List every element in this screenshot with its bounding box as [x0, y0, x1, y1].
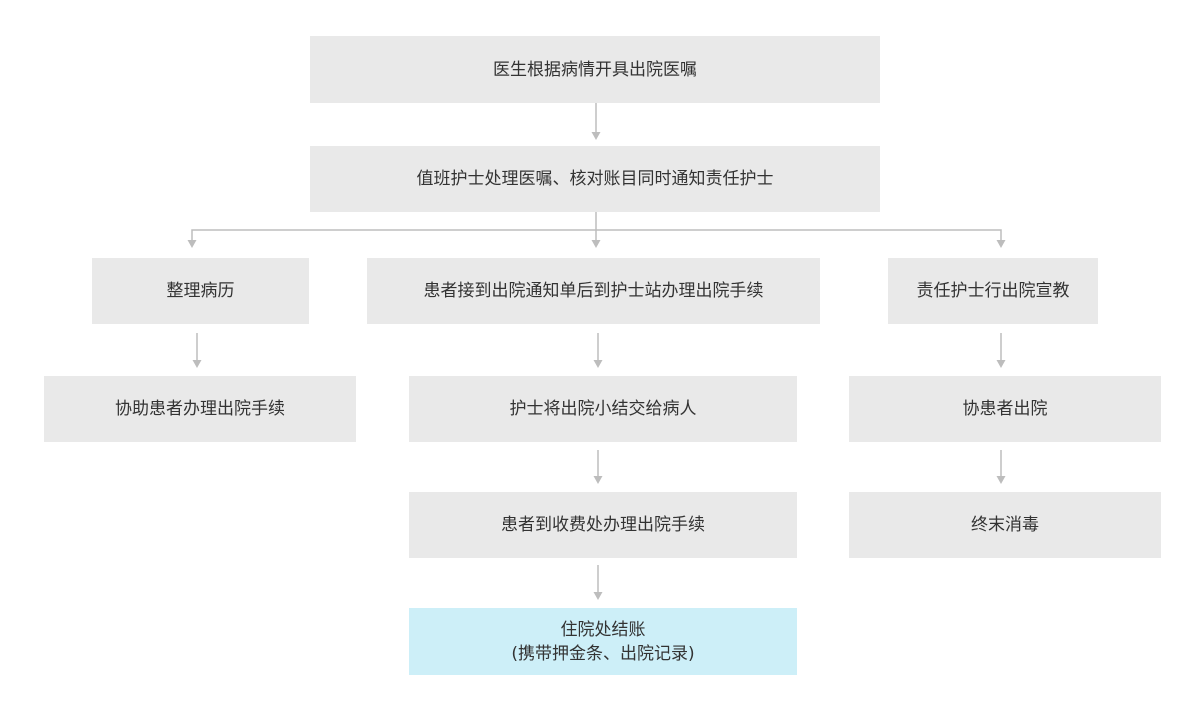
step-assist-patient-leave-label: 协患者出院 — [962, 399, 1048, 419]
step-discharge-education-label: 责任护士行出院宣教 — [916, 281, 1070, 301]
step-patient-notice-nurse-station: 患者接到出院通知单后到护士站办理出院手续 — [367, 258, 820, 324]
connector-left-1 — [192, 333, 202, 368]
connector-right-2 — [996, 450, 1006, 484]
step-inpatient-settlement: 住院处结账 (携带押金条、出院记录) — [409, 608, 797, 675]
connector-nurse-fanout — [187, 212, 1006, 248]
connector-right-1 — [996, 333, 1006, 368]
step-hand-discharge-summary: 护士将出院小结交给病人 — [409, 376, 797, 442]
step-billing-office: 患者到收费处办理出院手续 — [409, 492, 797, 558]
step-organize-records: 整理病历 — [92, 258, 309, 324]
connector-middle-1 — [593, 333, 603, 368]
step-organize-records-label: 整理病历 — [166, 281, 235, 301]
step-discharge-education: 责任护士行出院宣教 — [888, 258, 1098, 324]
connector-middle-2 — [593, 450, 603, 484]
step-doctor-discharge-order-label: 医生根据病情开具出院医嘱 — [493, 59, 697, 80]
step-billing-office-label: 患者到收费处办理出院手续 — [501, 515, 705, 535]
step-inpatient-settlement-note: (携带押金条、出院记录) — [511, 643, 695, 664]
step-assist-patient-leave: 协患者出院 — [849, 376, 1161, 442]
step-terminal-disinfection: 终末消毒 — [849, 492, 1161, 558]
step-inpatient-settlement-title: 住院处结账 — [560, 619, 646, 640]
connector-order-to-nurse — [591, 103, 601, 140]
step-nurse-process-order: 值班护士处理医嘱、核对账目同时通知责任护士 — [310, 146, 880, 212]
step-doctor-discharge-order: 医生根据病情开具出院医嘱 — [310, 36, 880, 103]
connector-middle-3 — [593, 565, 603, 600]
step-hand-discharge-summary-label: 护士将出院小结交给病人 — [509, 399, 697, 419]
step-assist-discharge-procedure: 协助患者办理出院手续 — [44, 376, 356, 442]
step-assist-discharge-procedure-label: 协助患者办理出院手续 — [115, 399, 285, 419]
step-nurse-process-order-label: 值班护士处理医嘱、核对账目同时通知责任护士 — [416, 169, 774, 189]
step-patient-notice-nurse-station-label: 患者接到出院通知单后到护士站办理出院手续 — [423, 281, 764, 301]
step-terminal-disinfection-label: 终末消毒 — [971, 515, 1039, 535]
